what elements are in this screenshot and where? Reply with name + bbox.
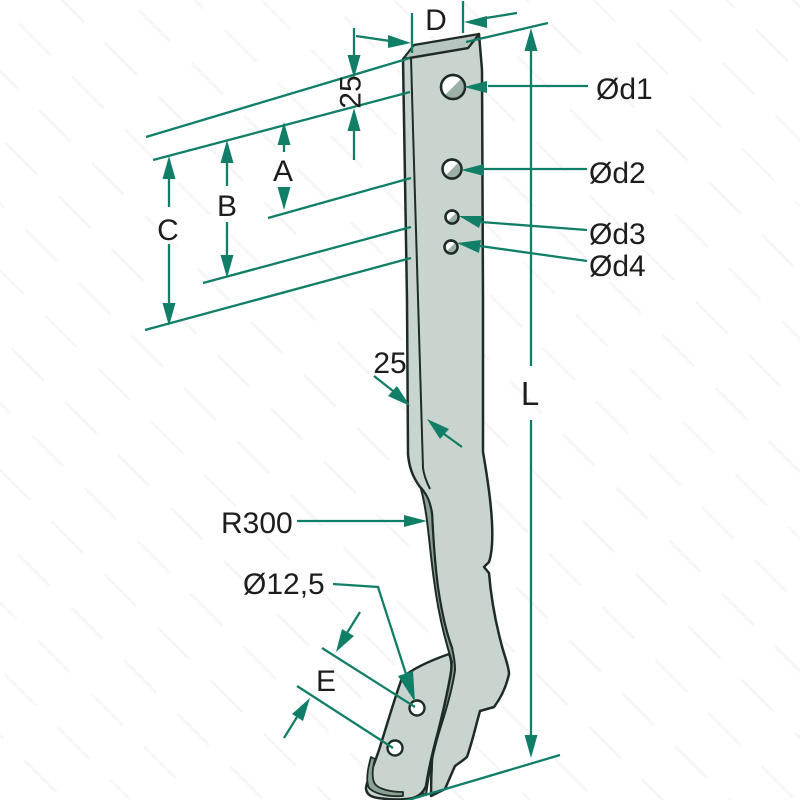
dim-label-r300: R300: [221, 507, 293, 540]
dim-label-d: D: [425, 4, 447, 37]
ref-line-top-edge: [145, 56, 411, 139]
hole-label-d1: Ød1: [596, 73, 653, 106]
point-hole-2: [386, 739, 404, 757]
hole-label-d2: Ød2: [589, 157, 646, 190]
tine-part: [364, 32, 511, 800]
ref-line-hole2: [267, 176, 412, 220]
dim-label-l: L: [521, 375, 539, 412]
hole-label-d3: Ød3: [589, 218, 646, 251]
point-hole-leader: [332, 582, 408, 675]
ref-line-hole1: [152, 90, 411, 162]
shank-corner-edge: [410, 56, 431, 490]
dim-label-e: E: [316, 665, 336, 698]
dim-label-a: A: [273, 155, 293, 188]
dim-label-25-mid: 25: [373, 347, 406, 380]
share-point: [364, 652, 453, 800]
hole-label-d4: Ød4: [589, 250, 646, 283]
ref-line-top-edge-right: [465, 21, 549, 44]
e-ref-line-1: [321, 647, 416, 708]
ref-line-hole4: [144, 256, 412, 332]
l-baseline: [404, 753, 561, 800]
dim-label-25-top: 25: [335, 75, 368, 108]
mounting-holes: [386, 73, 467, 757]
dimension-labels: D 25 Ød1 Ød2 Ød3 Ød4 A B C 25 L R300 Ø12…: [157, 4, 653, 698]
dim-label-b: B: [217, 190, 237, 223]
dimension-lines: [144, 1, 588, 800]
ref-line-hole3: [202, 225, 412, 285]
share-point-side-band: [366, 756, 404, 798]
shank-top-face: [401, 32, 481, 61]
dim-label-o125: Ø12,5: [243, 568, 325, 601]
e-ref-line-2: [296, 685, 394, 749]
dim-label-c: C: [157, 214, 179, 247]
dimension-arrowheads: [162, 16, 538, 758]
point-hole-1: [408, 699, 426, 717]
